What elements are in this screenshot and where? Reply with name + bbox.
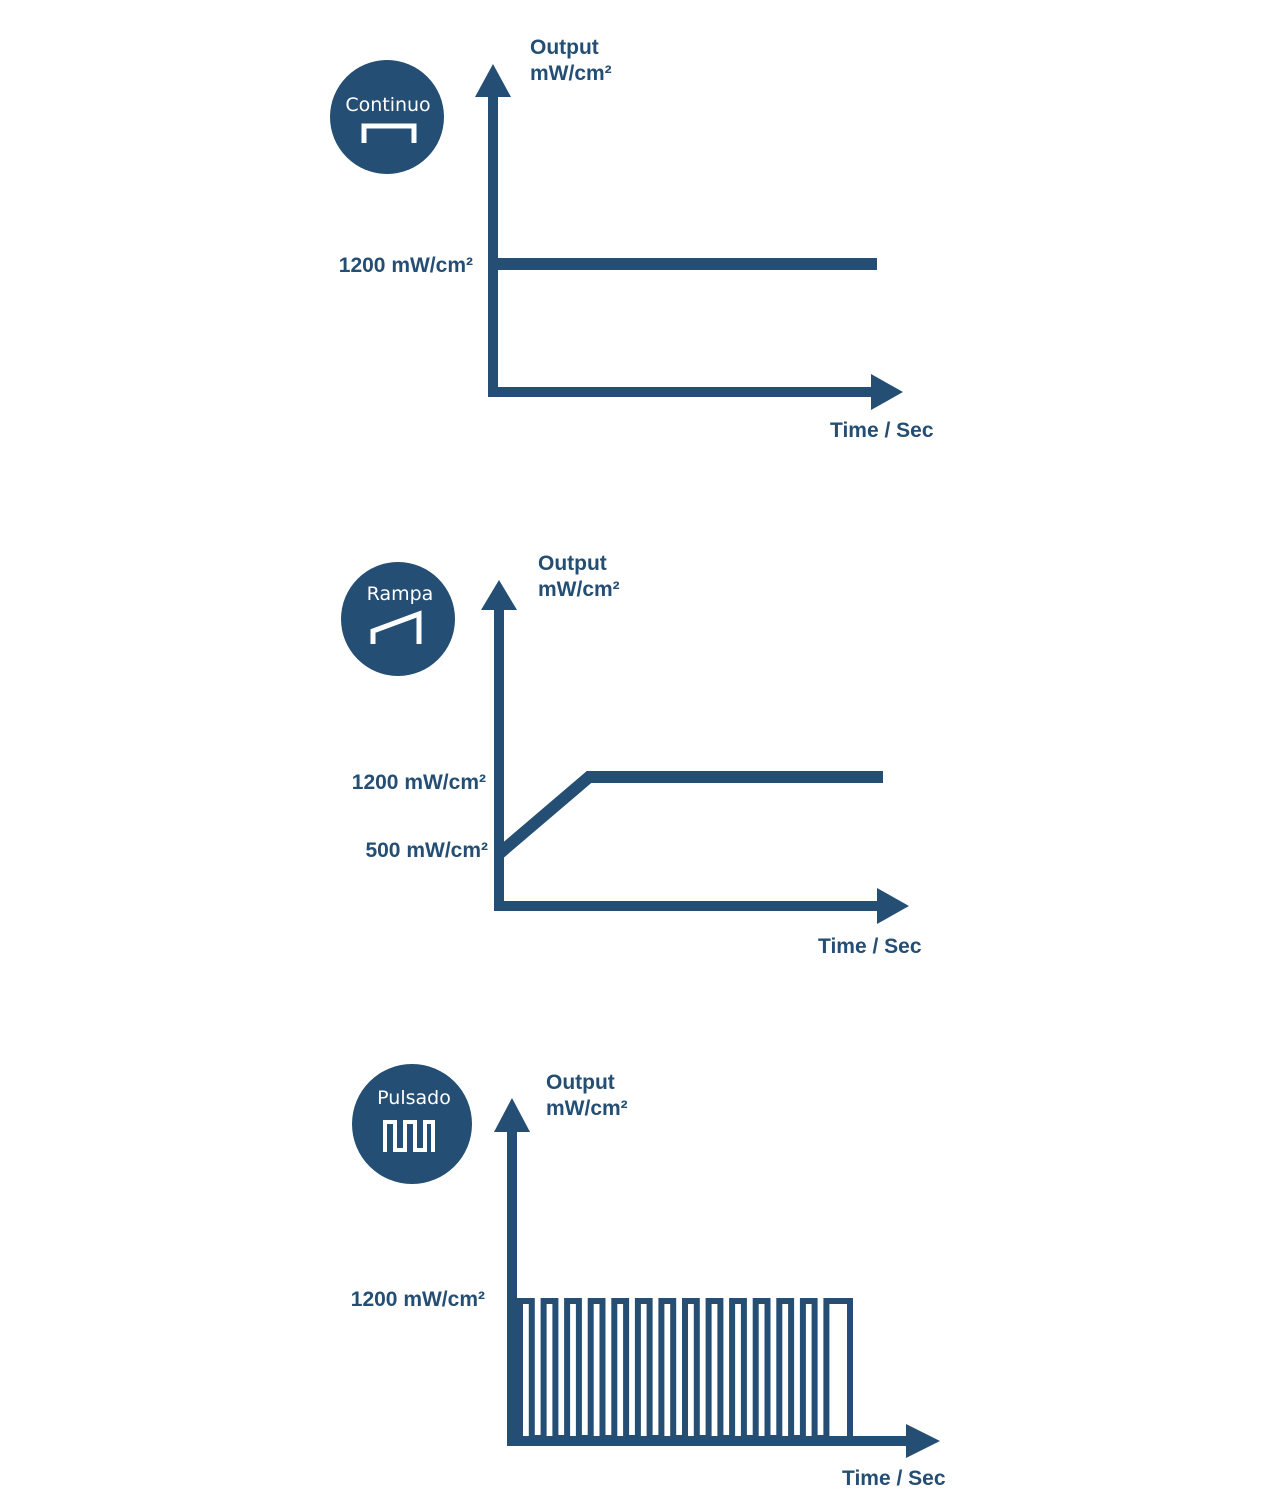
x-axis-line: [488, 387, 877, 397]
y-axis-line: [507, 1126, 517, 1446]
x-axis-arrowhead: [871, 374, 903, 410]
y-axis-label: Output: [546, 1071, 615, 1094]
y-axis-line: [494, 608, 504, 911]
y-axis-arrowhead: [494, 1098, 530, 1132]
panel-rampa: Rampa Output mW/cm² 1200 mW/cm² 500 mW/c…: [341, 552, 922, 958]
panel-pulsado: Pulsado Output mW/cm² 1200 mW/cm² Time /…: [351, 1064, 946, 1490]
y-axis-label: Output: [530, 36, 599, 59]
x-axis-arrowhead: [877, 888, 909, 924]
x-axis-label: Time / Sec: [830, 419, 934, 442]
badge-label-pulsado: Pulsado: [377, 1087, 451, 1109]
x-axis-line: [494, 901, 883, 911]
output-line-ramp: [496, 771, 883, 858]
y-axis-label: Output: [538, 552, 607, 575]
x-axis-arrowhead: [906, 1424, 940, 1458]
y-axis-arrowhead: [481, 580, 517, 610]
y-axis-arrowhead: [475, 64, 511, 97]
mode-badge-continuo: [330, 60, 444, 174]
level-label-500: 500 mW/cm²: [365, 839, 488, 862]
mode-badge-rampa: [341, 562, 455, 676]
x-axis-label: Time / Sec: [818, 935, 922, 958]
panel-continuo: Continuo Output mW/cm² 1200 mW/cm² Time …: [330, 36, 934, 442]
y-axis-line: [488, 92, 498, 397]
level-label-1200: 1200 mW/cm²: [352, 771, 486, 794]
level-label-1200: 1200 mW/cm²: [351, 1288, 485, 1311]
y-axis-unit: mW/cm²: [530, 62, 612, 85]
y-axis-unit: mW/cm²: [546, 1097, 628, 1120]
y-axis-unit: mW/cm²: [538, 578, 620, 601]
output-pulse-train: [517, 1298, 853, 1441]
ramp-wave-icon: [370, 610, 422, 644]
badge-label-continuo: Continuo: [345, 94, 430, 116]
output-line-constant: [493, 258, 877, 270]
x-axis-label: Time / Sec: [842, 1467, 946, 1490]
badge-label-rampa: Rampa: [367, 583, 434, 605]
continuous-wave-icon: [361, 123, 417, 143]
pulse-wave-icon: [383, 1120, 435, 1152]
level-label-1200: 1200 mW/cm²: [339, 254, 473, 277]
